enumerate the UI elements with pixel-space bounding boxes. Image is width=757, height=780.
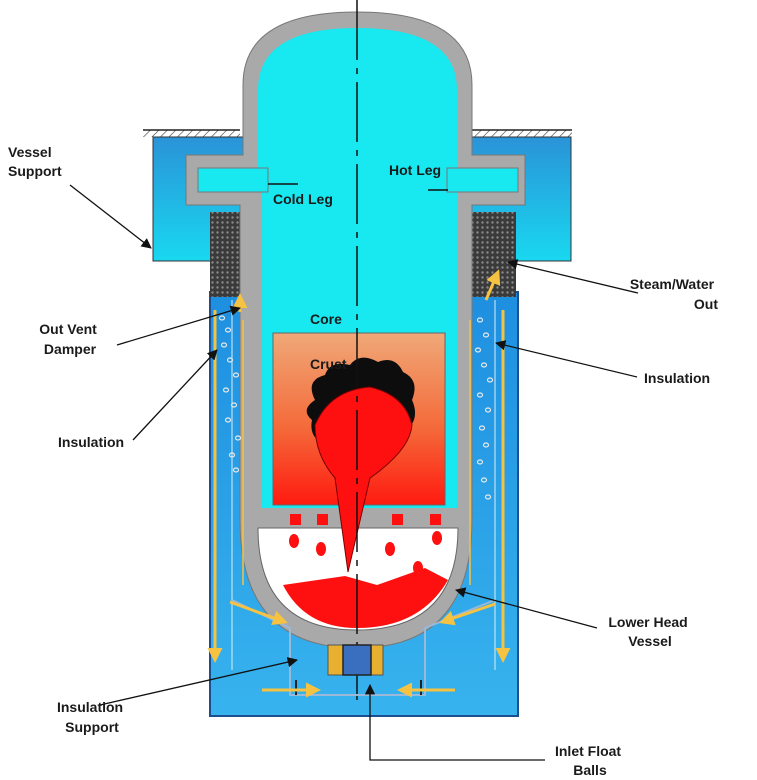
melt-jet xyxy=(314,386,413,573)
float-balls-right xyxy=(474,317,494,500)
label-vessel-support: Vessel Support xyxy=(8,144,62,179)
label-insulation-support: Insulation Support xyxy=(57,699,127,735)
label-insulation-right: Insulation xyxy=(644,370,710,386)
label-hot-leg: Hot Leg xyxy=(389,162,441,178)
leader-lines xyxy=(69,184,639,761)
hot-leg-nozzle xyxy=(446,167,519,193)
flow-arrows xyxy=(207,269,511,698)
leader-lower-head-vessel xyxy=(454,587,598,629)
label-lower-head-vessel: Lower Head Vessel xyxy=(608,614,691,649)
concrete-left xyxy=(210,212,243,297)
leader-insulation-right xyxy=(494,340,638,378)
label-steam-water-out: Steam/Water Out xyxy=(630,276,719,312)
leader-vessel-support xyxy=(69,184,152,249)
leader-insulation-support xyxy=(99,657,299,706)
label-out-vent-damper: Out Vent Damper xyxy=(39,321,100,357)
ground-right xyxy=(472,130,572,137)
leader-inlet-float-balls xyxy=(364,683,545,761)
label-insulation-left: Insulation xyxy=(58,434,124,450)
flow-arrow-left-diag xyxy=(229,600,288,625)
molten-pool xyxy=(283,568,448,628)
leader-insulation-left xyxy=(132,349,218,441)
debris-blocks xyxy=(289,514,442,575)
float-balls-left xyxy=(218,315,242,473)
leader-steam-water-out xyxy=(506,259,639,294)
ground-left xyxy=(143,130,240,137)
label-crust: Crust xyxy=(310,356,347,372)
cold-leg-nozzle xyxy=(197,167,269,193)
flow-arrow-up-right xyxy=(484,269,501,301)
label-cold-leg: Cold Leg xyxy=(273,191,333,207)
flow-arrow-right-diag xyxy=(439,602,496,626)
label-core: Core xyxy=(310,311,342,327)
leader-out-vent-damper xyxy=(116,305,241,346)
label-inlet-float-balls: Inlet Float Balls xyxy=(555,743,625,778)
